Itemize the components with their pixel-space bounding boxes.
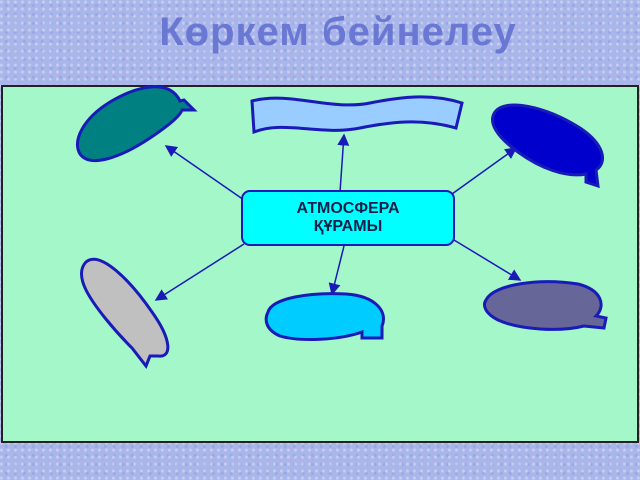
callout-bubble-slate — [483, 280, 608, 331]
callout-bubble-teal — [76, 85, 198, 162]
page-title: Көркем бейнелеу — [159, 10, 517, 54]
arrow-to-top-left — [164, 145, 245, 201]
center-node-label: АТМОСФЕРА ҚҰРАМЫ — [242, 191, 454, 245]
center-node-line-2: ҚҰРАМЫ — [313, 218, 383, 235]
callout-bubble-gray — [80, 258, 170, 369]
arrow-to-top-right — [451, 147, 518, 195]
callout-bubble-navy — [491, 103, 605, 189]
center-node-box — [241, 190, 455, 246]
center-node-line-1: АТМОСФЕРА — [296, 200, 400, 217]
callout-banner — [250, 95, 464, 135]
arrow-to-bottom-right — [453, 239, 522, 281]
arrow-to-bottom — [328, 245, 345, 296]
callout-bubble-sky — [264, 292, 385, 341]
arrow-to-bottom-left — [154, 243, 245, 301]
arrow-to-top — [337, 133, 350, 193]
